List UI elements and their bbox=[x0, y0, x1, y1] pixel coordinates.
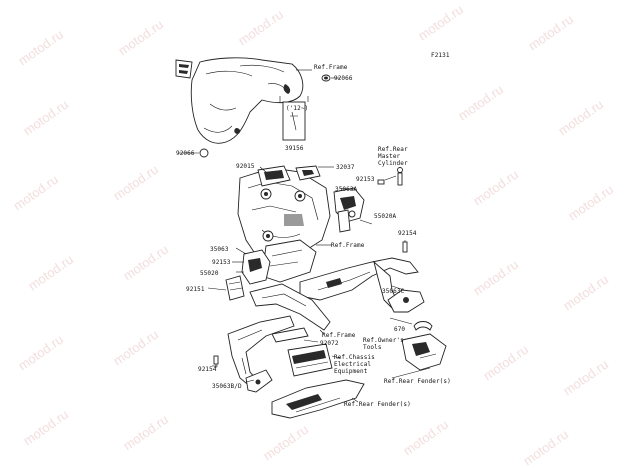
part-670-strap bbox=[413, 321, 433, 331]
master-cylinder-mount bbox=[397, 167, 403, 186]
part-35063B-D-bracket bbox=[227, 315, 295, 393]
label-92151: 92151 bbox=[186, 286, 205, 293]
label-ref-frame-top: Ref.Frame bbox=[314, 64, 348, 71]
battery-part bbox=[287, 343, 333, 377]
grommet-92066-left bbox=[178, 148, 209, 158]
label-ref-rear-master-cylinder: Ref.Rear Master Cylinder bbox=[378, 146, 408, 167]
label-ref-owners-tools: Ref.Owner's Tools bbox=[363, 337, 404, 351]
part-55020-peg bbox=[225, 275, 245, 301]
upper-frame-part bbox=[190, 57, 304, 144]
leader-lines bbox=[212, 69, 431, 403]
front-arrow-icon bbox=[175, 59, 193, 79]
part-92072-strap bbox=[271, 327, 309, 343]
label-ref-chassis-electrical: Ref.Chassis Electrical Equipment bbox=[334, 354, 375, 375]
label-92066-left: 92066 bbox=[176, 150, 195, 157]
label-55020A: 55020A bbox=[374, 213, 397, 220]
label-92072: 92072 bbox=[320, 340, 339, 347]
label-35063B-D: 35063B/D bbox=[212, 383, 242, 390]
label-92153-right: 92153 bbox=[356, 176, 375, 183]
label-39156: 39156 bbox=[285, 145, 304, 152]
label-ref-rear-fender-1: Ref.Rear Fender(s) bbox=[384, 378, 451, 385]
part-55020A-peg bbox=[337, 209, 351, 233]
rear-fender-lower-part bbox=[271, 379, 365, 419]
rear-fender-right-part bbox=[401, 333, 447, 371]
label-35063C: 35063C bbox=[382, 288, 405, 295]
bolt-92151 bbox=[207, 287, 227, 291]
part-92015-clamp bbox=[257, 165, 291, 187]
label-ref-frame-low: Ref.Frame bbox=[322, 332, 356, 339]
label-92066-top: 92066 bbox=[334, 75, 353, 82]
label-92154-right: 92154 bbox=[398, 230, 417, 237]
label-35063: 35063 bbox=[210, 246, 229, 253]
part-32037-guard bbox=[295, 165, 321, 181]
label-92154-left: 92154 bbox=[198, 366, 217, 373]
label-670: 670 bbox=[394, 326, 406, 333]
label-92015: 92015 bbox=[236, 163, 255, 170]
label-55020: 55020 bbox=[200, 270, 219, 277]
main-frame-part bbox=[237, 167, 331, 283]
label-35063A: 35063A bbox=[335, 186, 358, 193]
label-12-ref: ('12~) bbox=[286, 105, 309, 112]
part-35063C-bracket bbox=[299, 257, 425, 313]
label-ref-rear-fender-2: Ref.Rear Fender(s) bbox=[344, 401, 411, 408]
label-32037: 32037 bbox=[336, 164, 355, 171]
bolt-92153-right bbox=[377, 175, 397, 185]
lower-frame-part bbox=[249, 283, 331, 331]
part-39156-box bbox=[279, 96, 309, 141]
label-ref-frame-mid: Ref.Frame bbox=[331, 242, 365, 249]
grommet-92066-top bbox=[321, 74, 340, 82]
diagram-id: F2131 bbox=[431, 52, 450, 59]
bolt-92154-right bbox=[402, 240, 408, 253]
part-35063-bracket bbox=[241, 249, 271, 285]
label-92153-left: 92153 bbox=[212, 259, 231, 266]
